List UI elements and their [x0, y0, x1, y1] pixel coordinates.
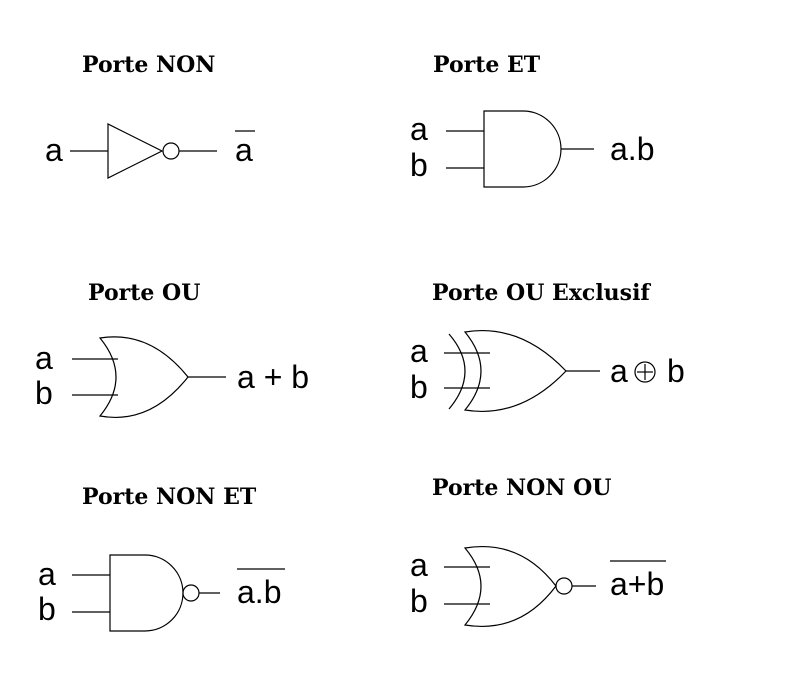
nand-gate-symbol — [109, 554, 184, 632]
nand-gate-bubble — [182, 584, 200, 602]
and-gate-symbol — [483, 110, 562, 188]
not-gate-bubble — [162, 142, 180, 160]
or-gate-title: Porte OU — [88, 280, 200, 306]
nand-gate-title: Porte NON ET — [82, 484, 257, 510]
xor-gate-input-b: b — [410, 369, 428, 405]
and-gate-panel: Porte ET a b a.b — [410, 52, 654, 188]
nor-gate-panel: Porte NON OU a b a+b — [410, 475, 666, 627]
nor-gate-input-b: b — [410, 583, 428, 619]
not-gate-title: Porte NON — [82, 52, 215, 78]
or-gate-output: a + b — [237, 359, 309, 395]
xor-gate-output-a: a — [610, 353, 628, 389]
and-gate-input-b: b — [410, 147, 428, 183]
or-gate-panel: Porte OU a b a + b — [35, 280, 309, 418]
or-gate-input-b: b — [35, 375, 53, 411]
xor-gate-extra-curve — [448, 333, 466, 410]
nor-gate-symbol — [463, 545, 557, 627]
or-gate-symbol — [98, 336, 189, 418]
nand-gate-input-a: a — [38, 556, 56, 592]
not-gate-panel: Porte NON a a — [45, 52, 255, 179]
xor-gate-symbol — [463, 330, 567, 412]
xor-gate-title: Porte OU Exclusif — [432, 280, 651, 306]
nor-gate-bubble — [555, 577, 573, 595]
and-gate-output: a.b — [610, 131, 654, 167]
xor-gate-input-a: a — [410, 333, 428, 369]
not-gate-symbol — [107, 123, 164, 179]
nand-gate-panel: Porte NON ET a b a.b — [38, 484, 285, 632]
nor-gate-title: Porte NON OU — [432, 475, 611, 501]
nor-gate-output: a+b — [610, 566, 664, 602]
or-gate-input-a: a — [35, 340, 53, 376]
and-gate-input-a: a — [410, 111, 428, 147]
nand-gate-input-b: b — [38, 591, 56, 627]
nand-gate-output: a.b — [237, 574, 281, 610]
not-gate-input-a: a — [45, 132, 63, 168]
xor-gate-panel: Porte OU Exclusif a b a b — [410, 280, 685, 412]
nor-gate-input-a: a — [410, 547, 428, 583]
xor-gate-output-b: b — [667, 353, 685, 389]
not-gate-output: a — [235, 132, 253, 168]
and-gate-title: Porte ET — [433, 52, 541, 78]
xor-circled-plus-icon — [634, 361, 656, 383]
